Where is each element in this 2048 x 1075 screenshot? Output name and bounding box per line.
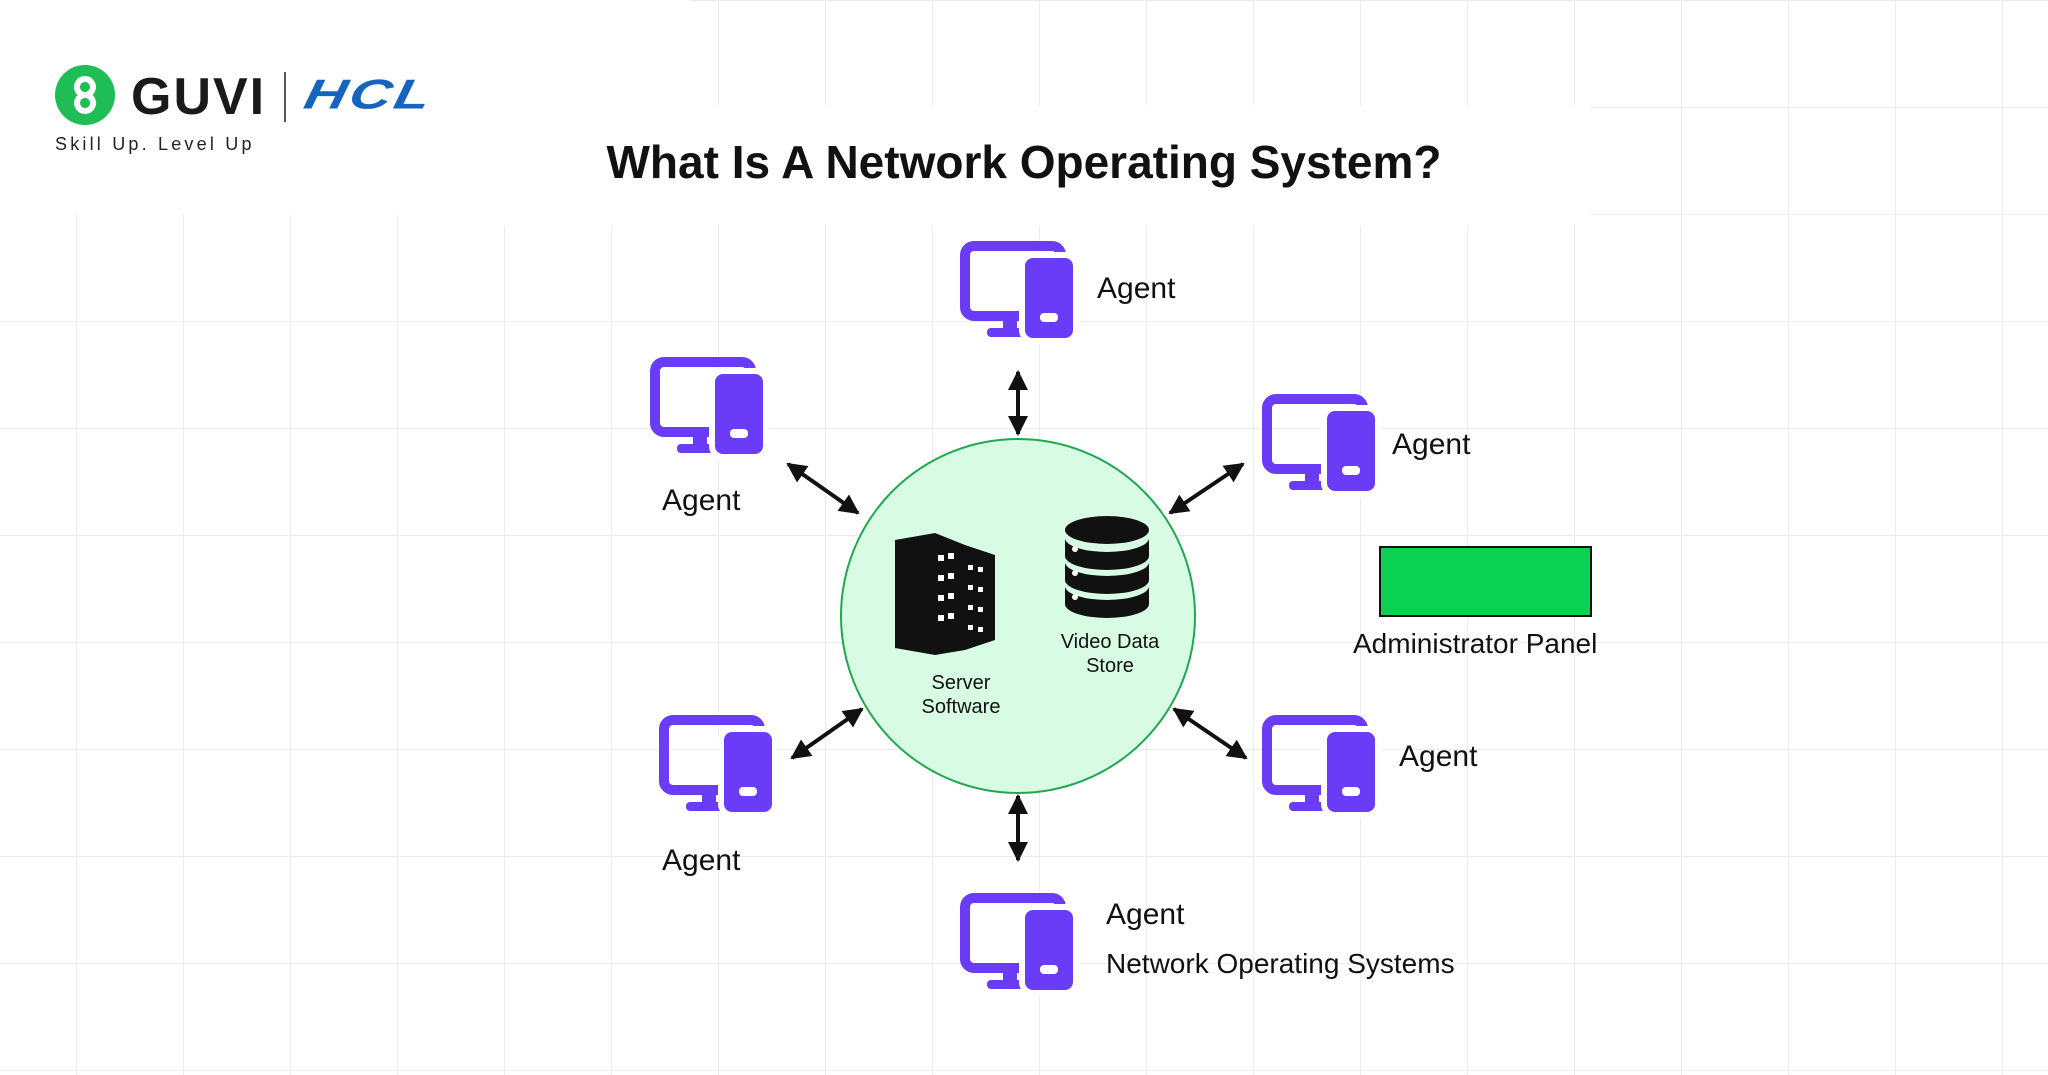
computer-icon (664, 720, 775, 815)
brand-tagline: Skill Up. Level Up (55, 134, 255, 154)
computer-icon (965, 898, 1076, 993)
server-software-label: Server Software (921, 672, 1001, 718)
guvi-logo-icon (55, 65, 115, 125)
server-rack-icon (895, 533, 995, 655)
double-arrow-icon (786, 462, 860, 515)
agent-label-bottom: Agent (1106, 898, 1185, 931)
computer-icon (965, 246, 1076, 341)
video-data-store-label: Video Data Store (1060, 631, 1160, 677)
double-arrow-icon (1172, 707, 1248, 760)
hub-circle (840, 438, 1196, 794)
database-icon (1065, 516, 1149, 618)
guvi-wordmark: GUVI (131, 68, 267, 126)
page-title: What Is A Network Operating System? (606, 136, 1442, 188)
double-arrow-icon (1168, 462, 1245, 515)
agent-label-upper-right: Agent (1392, 428, 1471, 461)
agent-label-lower-left: Agent (662, 844, 741, 877)
computer-icon (655, 362, 766, 457)
diagram-caption: Network Operating Systems (1106, 948, 1455, 979)
admin-panel-box (1379, 546, 1592, 617)
agent-label-lower-right: Agent (1399, 740, 1478, 773)
double-arrow-icon (790, 707, 864, 760)
computer-icon (1267, 399, 1378, 494)
title-area (460, 105, 1590, 225)
agent-label-upper-left: Agent (662, 484, 741, 517)
computer-icon (1267, 720, 1378, 815)
admin-panel-label: Administrator Panel (1353, 628, 1598, 659)
brand-divider (284, 72, 286, 122)
agent-label-top: Agent (1097, 272, 1176, 305)
